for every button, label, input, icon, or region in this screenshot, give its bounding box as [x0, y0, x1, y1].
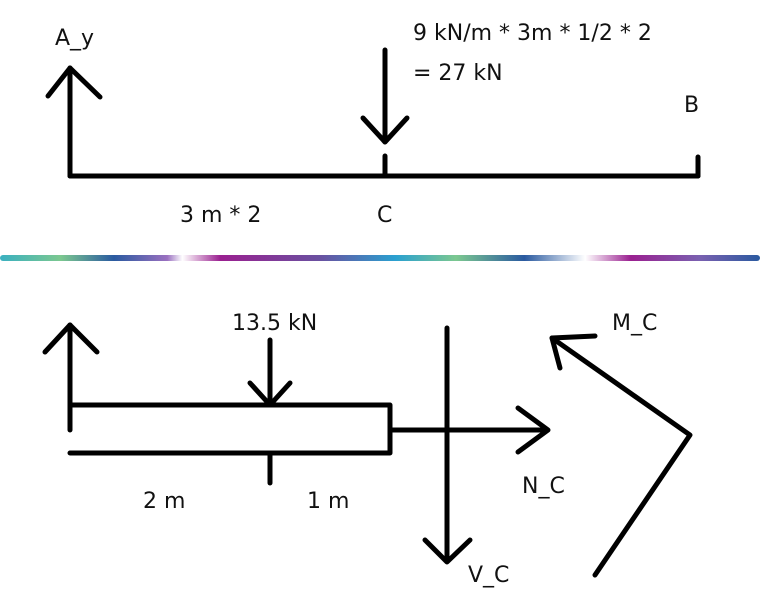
reaction-up-arrow-icon [42, 322, 100, 433]
point-c-label: C [377, 203, 392, 228]
section-diagram: 13.5 kN 2 m 1 m N_C V_C M_C [42, 311, 693, 588]
beam-segment [67, 402, 393, 456]
resultant-load-arrow-icon [247, 337, 293, 408]
resultant-load-label: 13.5 kN [232, 311, 317, 336]
span-label: 3 m * 2 [180, 203, 261, 228]
glitter-divider [0, 255, 760, 261]
support-b-label: B [684, 93, 699, 118]
span-left-label: 2 m [143, 489, 185, 514]
reaction-a-label: A_y [55, 26, 94, 51]
load-calc-line2: = 27 kN [413, 61, 503, 86]
normal-force-label: N_C [522, 474, 565, 499]
moment-arrow-icon [549, 333, 693, 578]
load-arrow-icon [360, 47, 410, 145]
span-right-label: 1 m [307, 489, 349, 514]
shear-force-arrow-icon [422, 325, 473, 565]
normal-force-arrow-icon [387, 405, 551, 455]
moment-label: M_C [612, 311, 657, 336]
reaction-a-arrow-icon [45, 65, 103, 179]
top-beam-diagram: A_y 9 kN/m * 3m * 1/2 * 2 = 27 kN B 3 m … [45, 21, 701, 228]
shear-force-label: V_C [468, 563, 509, 588]
load-calc-line1: 9 kN/m * 3m * 1/2 * 2 [413, 21, 652, 46]
